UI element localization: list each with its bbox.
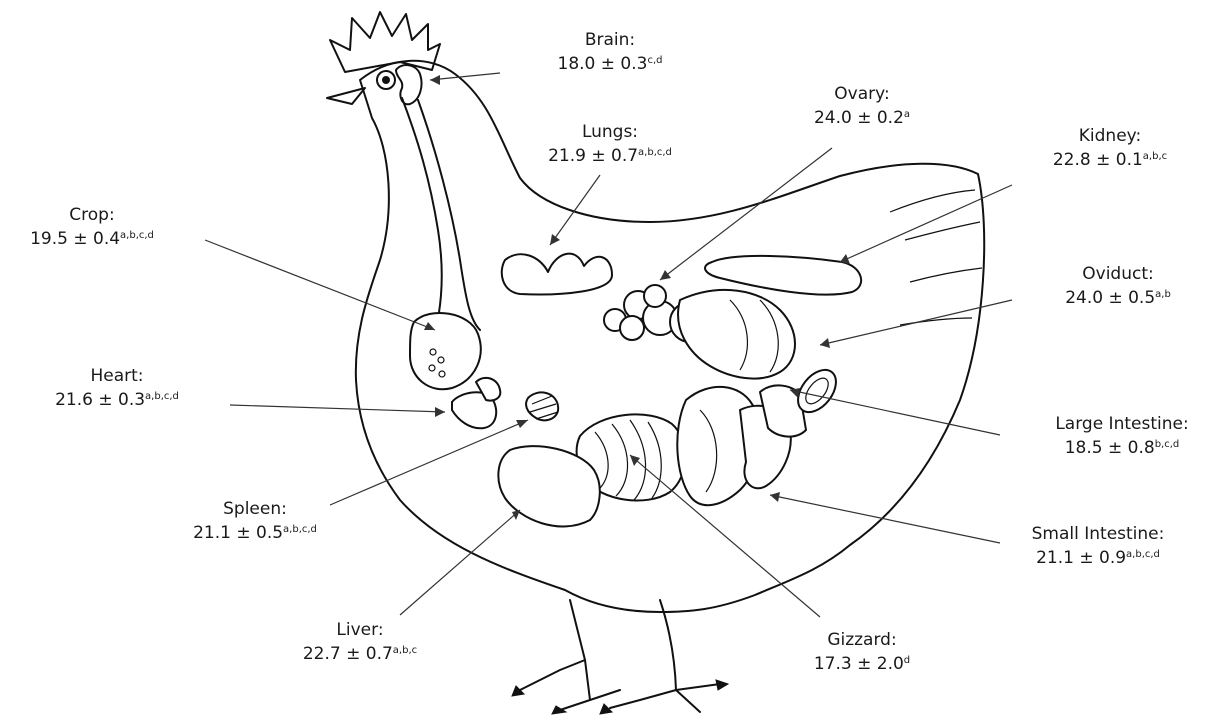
label-spleen: Spleen: 21.1 ± 0.5a,b,c,d	[193, 497, 317, 545]
label-crop-value: 19.5 ± 0.4	[30, 229, 120, 249]
label-heart-value: 21.6 ± 0.3	[55, 390, 145, 410]
label-heart-sup: a,b,c,d	[145, 391, 179, 402]
label-lungs: Lungs: 21.9 ± 0.7a,b,c,d	[548, 120, 672, 168]
label-large-intestine: Large Intestine: 18.5 ± 0.8b,c,d	[1055, 412, 1188, 460]
label-kidney: Kidney: 22.8 ± 0.1a,b,c	[1053, 124, 1167, 172]
label-kidney-value: 22.8 ± 0.1	[1053, 150, 1143, 170]
label-ovary: Ovary: 24.0 ± 0.2a	[814, 82, 910, 130]
label-ovary-value: 24.0 ± 0.2	[814, 108, 904, 128]
label-gizzard-sup: d	[904, 655, 910, 666]
label-ovary-sup: a	[904, 109, 910, 120]
label-lungs-name: Lungs:	[548, 120, 672, 144]
label-gizzard-name: Gizzard:	[814, 628, 910, 652]
label-crop-sup: a,b,c,d	[120, 230, 154, 241]
label-gizzard-value: 17.3 ± 2.0	[814, 654, 904, 674]
label-small-intestine-name: Small Intestine:	[1032, 522, 1165, 546]
label-oviduct-name: Oviduct:	[1065, 262, 1171, 286]
label-crop-name: Crop:	[30, 203, 154, 227]
chicken-leg-left	[520, 600, 620, 710]
kidney-shape	[705, 256, 861, 295]
label-brain-value: 18.0 ± 0.3	[558, 54, 648, 74]
lungs-shape	[502, 254, 612, 295]
label-oviduct-sup: a,b	[1155, 289, 1171, 300]
chicken-beak	[327, 88, 365, 104]
label-oviduct: Oviduct: 24.0 ± 0.5a,b	[1065, 262, 1171, 310]
label-heart: Heart: 21.6 ± 0.3a,b,c,d	[55, 364, 179, 412]
label-small-intestine-sup: a,b,c,d	[1126, 549, 1160, 560]
label-large-intestine-value: 18.5 ± 0.8	[1065, 438, 1155, 458]
label-large-intestine-sup: b,c,d	[1155, 439, 1180, 450]
label-small-intestine: Small Intestine: 21.1 ± 0.9a,b,c,d	[1032, 522, 1165, 570]
label-liver-name: Liver:	[303, 618, 417, 642]
label-crop: Crop: 19.5 ± 0.4a,b,c,d	[30, 203, 154, 251]
label-liver-sup: a,b,c	[393, 645, 417, 656]
label-lungs-value: 21.9 ± 0.7	[548, 146, 638, 166]
label-spleen-name: Spleen:	[193, 497, 317, 521]
label-liver: Liver: 22.7 ± 0.7a,b,c	[303, 618, 417, 666]
label-heart-name: Heart:	[55, 364, 179, 388]
label-oviduct-value: 24.0 ± 0.5	[1065, 288, 1155, 308]
label-ovary-name: Ovary:	[814, 82, 910, 106]
label-gizzard: Gizzard: 17.3 ± 2.0d	[814, 628, 910, 676]
label-brain-sup: c,d	[647, 55, 662, 66]
label-lungs-sup: a,b,c,d	[638, 147, 672, 158]
label-liver-value: 22.7 ± 0.7	[303, 644, 393, 664]
label-brain: Brain: 18.0 ± 0.3c,d	[558, 28, 663, 76]
label-spleen-value: 21.1 ± 0.5	[193, 523, 283, 543]
label-kidney-sup: a,b,c	[1143, 151, 1167, 162]
label-brain-name: Brain:	[558, 28, 663, 52]
label-spleen-sup: a,b,c,d	[283, 524, 317, 535]
brain-shape	[396, 65, 422, 104]
chicken-comb	[330, 12, 440, 72]
label-large-intestine-name: Large Intestine:	[1055, 412, 1188, 436]
spleen-shape	[526, 392, 558, 420]
chicken-leg-right	[610, 600, 720, 712]
label-small-intestine-value: 21.1 ± 0.9	[1036, 548, 1126, 568]
label-kidney-name: Kidney:	[1053, 124, 1167, 148]
